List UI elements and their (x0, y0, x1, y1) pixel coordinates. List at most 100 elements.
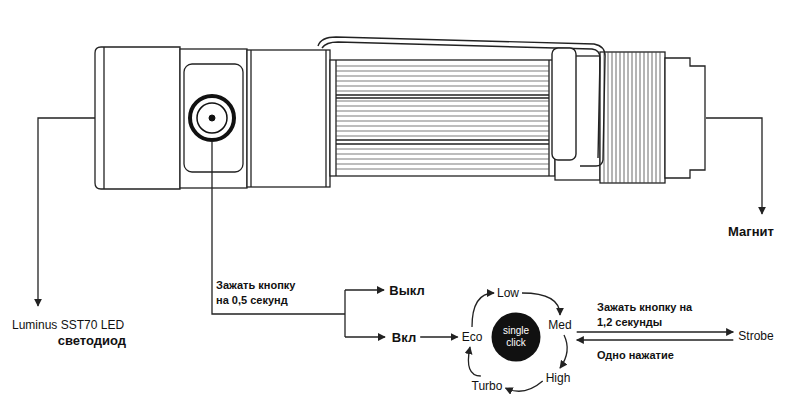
flashlight-body (250, 50, 251, 187)
mode-label: Low (497, 286, 519, 300)
mode-arrow (420, 336, 458, 337)
knurling (652, 52, 653, 183)
switch-button (197, 103, 227, 133)
body-grooves (336, 97, 549, 99)
switch-button (190, 96, 234, 140)
edge-label: Одно нажатие (597, 348, 697, 363)
body-grooves (336, 139, 549, 141)
flashlight-body (247, 50, 330, 187)
node-text: Low (497, 286, 519, 300)
knurling (604, 52, 660, 183)
mode-arrow (577, 331, 734, 332)
body-fins (336, 111, 549, 112)
body-fins (336, 159, 549, 160)
body-fins (336, 121, 549, 122)
body-fins (336, 76, 549, 77)
body-fins (336, 91, 549, 92)
body-fins (336, 81, 549, 82)
pocket-clip (318, 37, 605, 166)
mode-arrow (560, 335, 567, 368)
tail-cap (600, 52, 665, 183)
mode-label: High (546, 371, 571, 385)
mode-label: Turbo (472, 379, 503, 393)
knurling (616, 52, 617, 183)
flashlight-body (95, 47, 180, 189)
part-name: Luminus SST70 LED (12, 318, 124, 332)
node-text: High (546, 371, 571, 385)
tail-cap (555, 52, 705, 183)
leader-lines (345, 289, 384, 290)
knurling (624, 52, 625, 183)
knurling (644, 52, 645, 183)
knurling (656, 52, 657, 183)
action-note: Зажать кнопку на 0,5 секунд (216, 278, 311, 308)
flashlight-body (103, 47, 104, 189)
knurling (628, 52, 629, 183)
mode-arrow (468, 347, 480, 376)
leader-lines (345, 336, 385, 337)
knurling (620, 52, 621, 183)
knurling (648, 52, 649, 183)
body-grooves (336, 94, 549, 96)
body-fins (336, 71, 549, 72)
node-text: Eco (462, 330, 483, 344)
leader-lines (212, 141, 345, 314)
mode-arrow (522, 293, 560, 315)
flashlight-body (330, 60, 555, 176)
part-name: Магнит (728, 224, 774, 239)
body-fins (336, 126, 549, 127)
body-fins (336, 116, 549, 117)
body-fins (336, 66, 549, 67)
edge-label: Зажать кнопку на 1,2 секунды (597, 300, 697, 330)
body-grooves (336, 95, 549, 144)
body-fins (336, 86, 549, 87)
knurling (612, 52, 613, 183)
body-fins (336, 154, 549, 155)
click-circle: single click (491, 312, 541, 362)
knurling (660, 52, 661, 183)
node-text: Med (548, 318, 571, 332)
pocket-clip (552, 48, 576, 160)
body-fins (336, 66, 549, 169)
body-grooves (336, 143, 549, 145)
node-text: Strobe (738, 329, 773, 343)
knurling (636, 52, 637, 183)
node-text: Выкл (389, 283, 424, 298)
leader-lines (344, 290, 345, 337)
circle-fill (492, 313, 541, 362)
node-text: Вкл (392, 330, 416, 345)
body-fins (336, 131, 549, 132)
leader-lines (38, 118, 95, 306)
flashlight-body (184, 64, 243, 172)
knurling (608, 52, 609, 183)
body-fins (336, 101, 549, 102)
state-label: Вкл (392, 330, 416, 345)
flashlight-body (335, 60, 336, 176)
body-fins (336, 169, 549, 170)
mode-label: Eco (462, 330, 483, 344)
body-fins (336, 164, 549, 165)
flashlight-body (180, 49, 247, 188)
switch-button (209, 115, 215, 121)
mode-arrow (472, 293, 494, 327)
state-label: Выкл (389, 283, 424, 298)
body-fins (336, 149, 549, 150)
flashlight-body (548, 60, 549, 176)
tail-cap (665, 58, 705, 178)
mode-arrow (577, 339, 734, 340)
mode-label: Strobe (738, 329, 773, 343)
node-text: Turbo (472, 379, 503, 393)
switch-button (190, 96, 234, 140)
node-text: single click (499, 325, 533, 349)
body-fins (336, 136, 549, 137)
body-fins (336, 106, 549, 107)
leader-lines (38, 118, 762, 337)
knurling (632, 52, 633, 183)
flashlight-body (95, 47, 555, 189)
pocket-clip (318, 37, 605, 166)
knurling (640, 52, 641, 183)
flashlight-body (325, 50, 326, 187)
